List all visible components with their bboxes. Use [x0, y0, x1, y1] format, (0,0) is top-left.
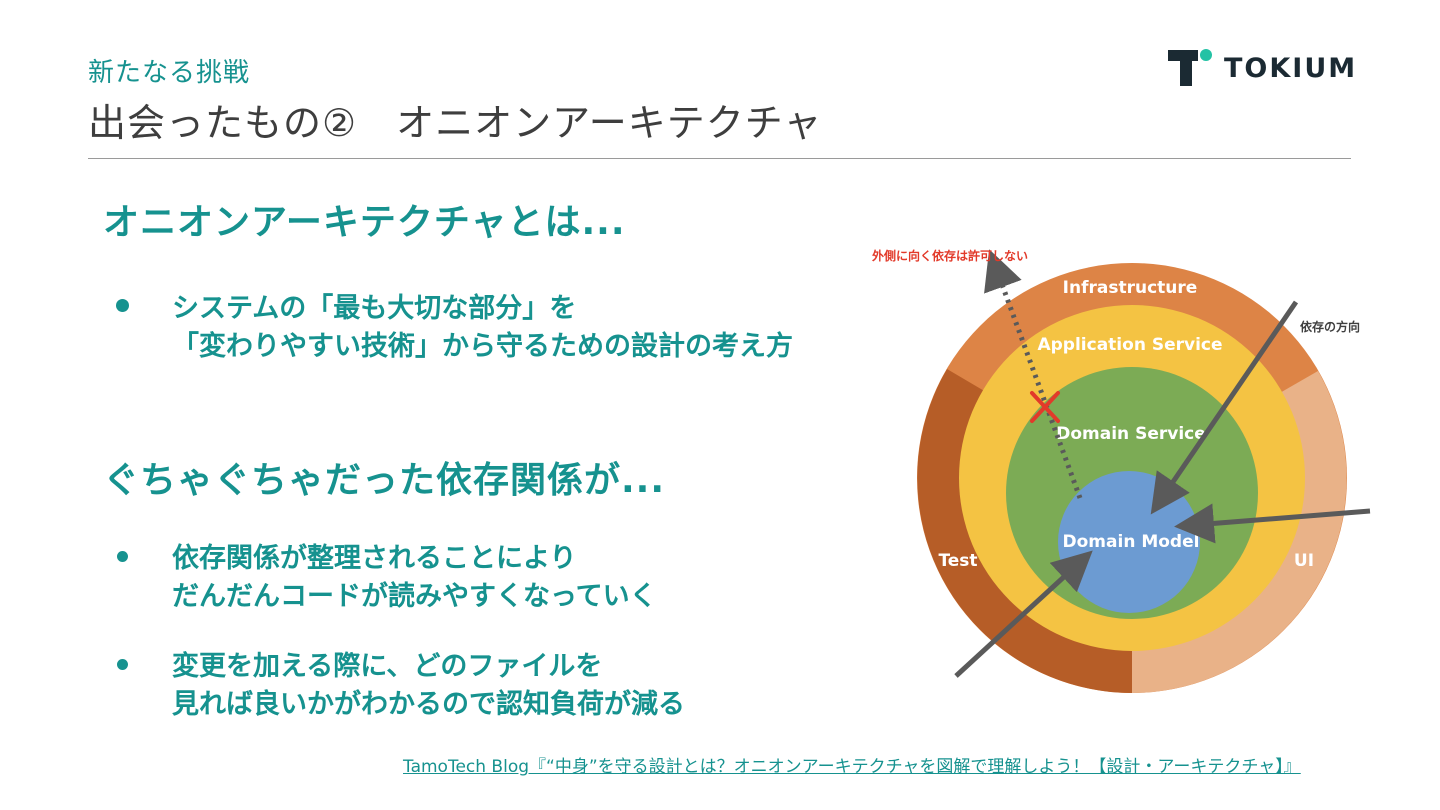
dependency-arrow-from-infrastructure [1150, 300, 1299, 515]
source-blog-link[interactable]: TamoTech Blog『“中身”を守る設計とは？オニオンアーキテクチャを図解… [403, 757, 1301, 777]
bullet-dot-icon [116, 299, 129, 312]
logo-text: TOKIUM [1224, 52, 1358, 84]
company-logo: TOKIUM [1168, 48, 1357, 88]
dependency-arrow-from-test [954, 550, 1093, 678]
bullet-dot-icon [117, 659, 128, 670]
bullet-line: だんだんコードが読みやすくなっていく [172, 581, 657, 612]
forbidden-x-icon [1030, 391, 1060, 423]
bullet-line: 変更を加える際に、どのファイルを [172, 651, 603, 682]
bullet-line: 「変わりやすい技術」から守るための設計の考え方 [172, 331, 793, 362]
ui-label: UI [1294, 551, 1314, 571]
slide-subtitle: 新たなる挑戦 [88, 58, 251, 88]
dependency-direction-note: 依存の方向 [1300, 319, 1360, 334]
bullet-line: 見れば良いかがわかるので認知負荷が減る [172, 689, 685, 720]
logo-mark-icon [1168, 48, 1216, 88]
application-service-label: Application Service [1037, 335, 1222, 355]
bullet-line: 依存関係が整理されることにより [172, 543, 577, 574]
bullet-dot-icon [117, 551, 128, 562]
domain-model-label: Domain Model [1063, 532, 1200, 552]
title-divider [88, 158, 1351, 159]
infrastructure-label: Infrastructure [1063, 278, 1198, 298]
section-heading-dependencies: ぐちゃぐちゃだった依存関係が... [103, 460, 666, 501]
dependency-arrow-from-ui [1174, 503, 1371, 544]
outward-dependency-arrow [984, 249, 1083, 499]
slide-title: 出会ったもの② オニオンアーキテクチャ [88, 101, 823, 145]
onion-architecture-diagram: Infrastructure Application Service Domai… [872, 248, 1371, 693]
domain-service-label: Domain Service [1056, 424, 1206, 444]
test-label: Test [938, 551, 977, 571]
section-heading-onion: オニオンアーキテクチャとは... [103, 202, 626, 243]
forbidden-dependency-note: 外側に向く依存は許可しない [872, 248, 1028, 263]
bullet-line: システムの「最も大切な部分」を [172, 293, 577, 324]
